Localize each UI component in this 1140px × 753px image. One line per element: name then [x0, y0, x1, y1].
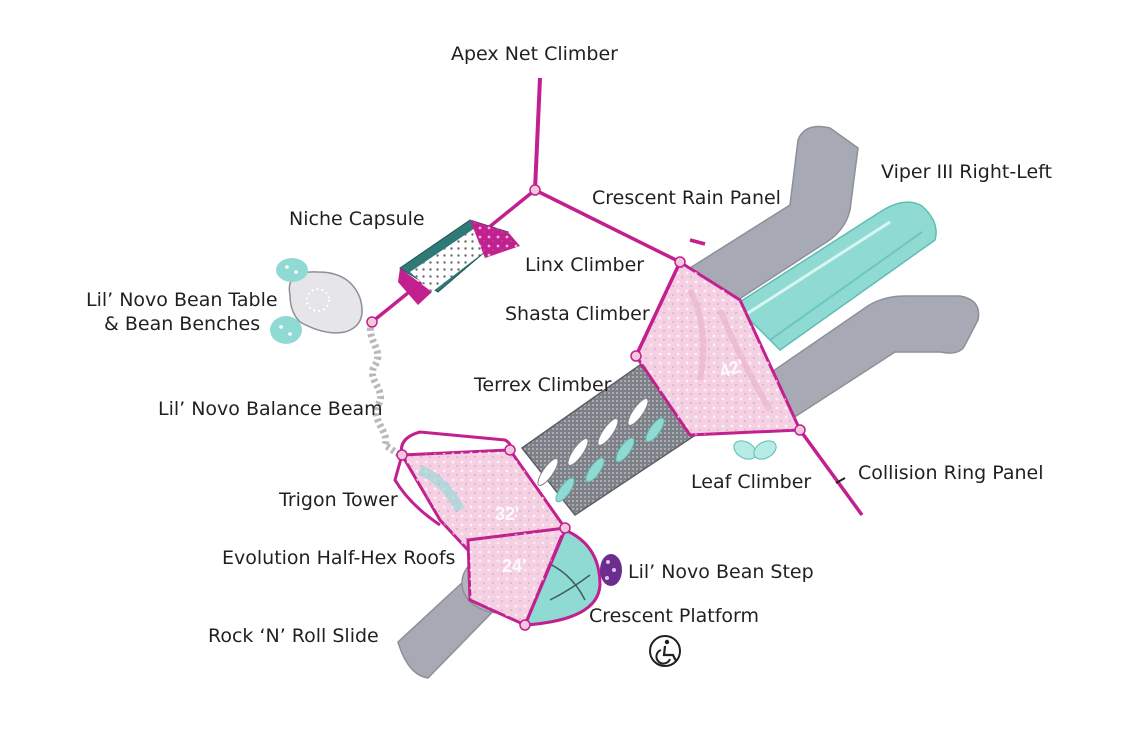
- label-lil-novo-bean-table-line1: Lil’ Novo Bean Table: [86, 289, 278, 311]
- leaf-climber: [733, 440, 777, 460]
- label-viper-iii: Viper III Right-Left: [881, 161, 1052, 183]
- label-shasta-climber: Shasta Climber: [505, 303, 650, 325]
- label-terrex-climber: Terrex Climber: [474, 374, 612, 396]
- label-lil-novo-bean-step: Lil’ Novo Bean Step: [628, 561, 814, 583]
- niche-capsule: [398, 219, 520, 305]
- lil-novo-bean-table: [270, 258, 363, 344]
- upper-gray-slide: [688, 125, 859, 306]
- label-apex-net-climber: Apex Net Climber: [451, 43, 618, 65]
- lil-novo-balance-beam: [367, 320, 402, 458]
- label-niche-capsule: Niche Capsule: [289, 208, 425, 230]
- collision-ring-marker: [835, 477, 846, 484]
- lower-gray-slide: [758, 295, 980, 422]
- deck-height-middle: 32': [495, 504, 519, 524]
- label-leaf-climber: Leaf Climber: [691, 471, 812, 493]
- label-lil-novo-bean-table-line2: & Bean Benches: [104, 313, 261, 335]
- label-linx-climber: Linx Climber: [525, 254, 645, 276]
- upper-right-tower: 42': [634, 259, 803, 437]
- frame-nodes: [366, 184, 806, 631]
- label-lil-novo-bean-table: Lil’ Novo Bean Table & Bean Benches: [86, 288, 278, 336]
- label-rock-n-roll-slide: Rock ‘N’ Roll Slide: [208, 625, 379, 647]
- viper-iii-slide: [733, 201, 937, 351]
- label-collision-ring-panel: Collision Ring Panel: [858, 462, 1044, 484]
- label-trigon-tower: Trigon Tower: [279, 489, 398, 511]
- label-crescent-platform: Crescent Platform: [589, 605, 760, 627]
- deck-height-lower: 24': [502, 556, 526, 576]
- lil-novo-bean-step: [600, 554, 622, 586]
- evolution-half-hex-roof: 24': [466, 526, 568, 628]
- label-crescent-rain-panel: Crescent Rain Panel: [592, 187, 781, 209]
- label-lil-novo-balance-beam: Lil’ Novo Balance Beam: [158, 398, 383, 420]
- wheelchair-accessible-icon: [649, 635, 681, 667]
- label-evolution-half-hex-roofs: Evolution Half-Hex Roofs: [222, 547, 456, 569]
